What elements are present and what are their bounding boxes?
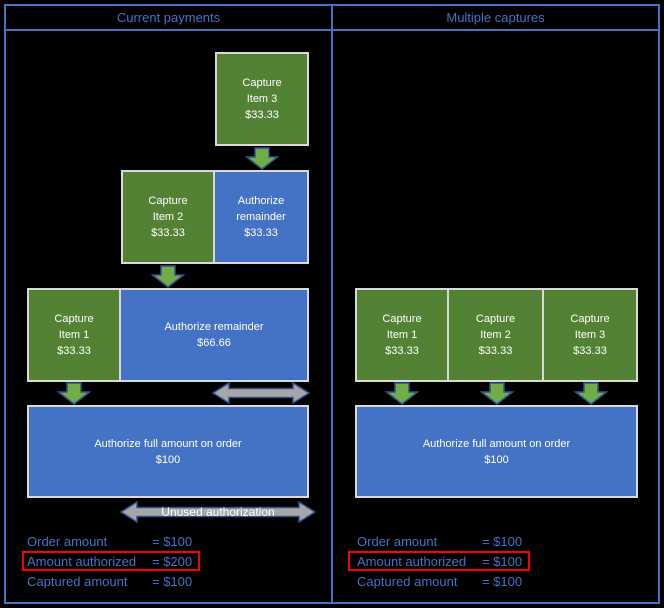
right-amount-authorized-row: Amount authorized = $100: [357, 552, 522, 571]
box-line: Item 2: [480, 329, 511, 341]
header-divider-line: [6, 29, 658, 31]
stat-label: Amount authorized: [27, 554, 137, 569]
unused-authorization-arrow-icon: [119, 500, 317, 528]
stat-value: = $100: [152, 574, 193, 589]
box-line: Authorize full amount on order: [422, 437, 571, 450]
stat-value: = $100: [482, 554, 523, 569]
box-line: $66.66: [197, 337, 231, 349]
box-line: Authorize: [237, 195, 285, 207]
box-line: $33.33: [478, 345, 513, 357]
unused-authorization-label: Unused authorization: [161, 505, 275, 519]
down-arrow-icon: [150, 265, 186, 293]
left-authorize-full-box: Authorize full amount on order $100: [27, 405, 309, 498]
box-line: $33.33: [245, 109, 279, 121]
header-row: Current payments Multiple captures: [6, 6, 658, 29]
down-arrow-icon: [573, 382, 609, 410]
box-line: remainder: [236, 211, 286, 223]
stat-value: = $100: [482, 534, 523, 549]
left-authorize-remainder-33-box: Authorize remainder $33.33: [215, 170, 309, 264]
box-line: Item 1: [386, 329, 418, 341]
header-multiple-captures: Multiple captures: [446, 10, 545, 25]
right-capture-item3-box: Capture Item 3 $33.33: [544, 288, 638, 382]
stat-label: Captured amount: [357, 574, 458, 589]
right-order-amount-row: Order amount = $100: [357, 532, 522, 551]
box-line: Capture: [475, 313, 516, 325]
box-line: $33.33: [244, 227, 278, 239]
left-order-amount-row: Order amount = $100: [27, 532, 192, 551]
stat-value: = $100: [482, 574, 523, 589]
header-current-payments: Current payments: [116, 10, 221, 25]
box-line: Capture: [382, 313, 422, 325]
stat-label: Amount authorized: [357, 554, 467, 569]
box-line: $33.33: [151, 227, 185, 239]
left-captured-amount-row: Captured amount = $100: [27, 572, 192, 591]
right-capture-item1-box: Capture Item 1 $33.33: [355, 288, 449, 382]
box-line: $33.33: [573, 345, 607, 357]
box-line: Capture: [242, 77, 282, 89]
box-line: Capture: [148, 195, 188, 207]
right-authorize-full-box: Authorize full amount on order $100: [355, 405, 638, 498]
down-arrow-icon: [479, 382, 515, 410]
box-line: Item 3: [574, 329, 606, 341]
double-arrow-icon: [211, 381, 311, 409]
box-line: $33.33: [385, 345, 419, 357]
box-line: $100: [155, 453, 181, 466]
box-line: Item 1: [58, 329, 90, 341]
column-divider: [331, 6, 333, 602]
stat-label: Captured amount: [27, 574, 128, 589]
left-capture-item3-box: Capture Item 3 $33.33: [215, 52, 309, 146]
box-line: Capture: [570, 313, 610, 325]
left-amount-authorized-row: Amount authorized = $200: [27, 552, 192, 571]
box-line: Item 3: [246, 93, 278, 105]
box-line: Authorize full amount on order: [94, 437, 242, 450]
stat-value: = $100: [152, 534, 193, 549]
left-capture-item2-box: Capture Item 2 $33.33: [121, 170, 215, 264]
stat-label: Order amount: [27, 534, 108, 549]
box-line: Authorize remainder: [164, 321, 264, 333]
down-arrow-icon: [384, 382, 420, 410]
box-line: $33.33: [57, 345, 91, 357]
right-captured-amount-row: Captured amount = $100: [357, 572, 522, 591]
box-line: $100: [484, 453, 509, 466]
stat-value: = $200: [152, 554, 193, 569]
right-capture-item2-box: Capture Item 2 $33.33: [449, 288, 544, 382]
comparison-table: Current payments Multiple captures Captu…: [4, 4, 660, 604]
left-capture-item1-box: Capture Item 1 $33.33: [27, 288, 121, 382]
stat-label: Order amount: [357, 534, 438, 549]
box-line: Capture: [54, 313, 94, 325]
box-line: Item 2: [152, 211, 184, 223]
left-authorize-remainder-66-box: Authorize remainder $66.66: [121, 288, 309, 382]
down-arrow-icon: [56, 382, 92, 410]
down-arrow-icon: [244, 147, 280, 175]
